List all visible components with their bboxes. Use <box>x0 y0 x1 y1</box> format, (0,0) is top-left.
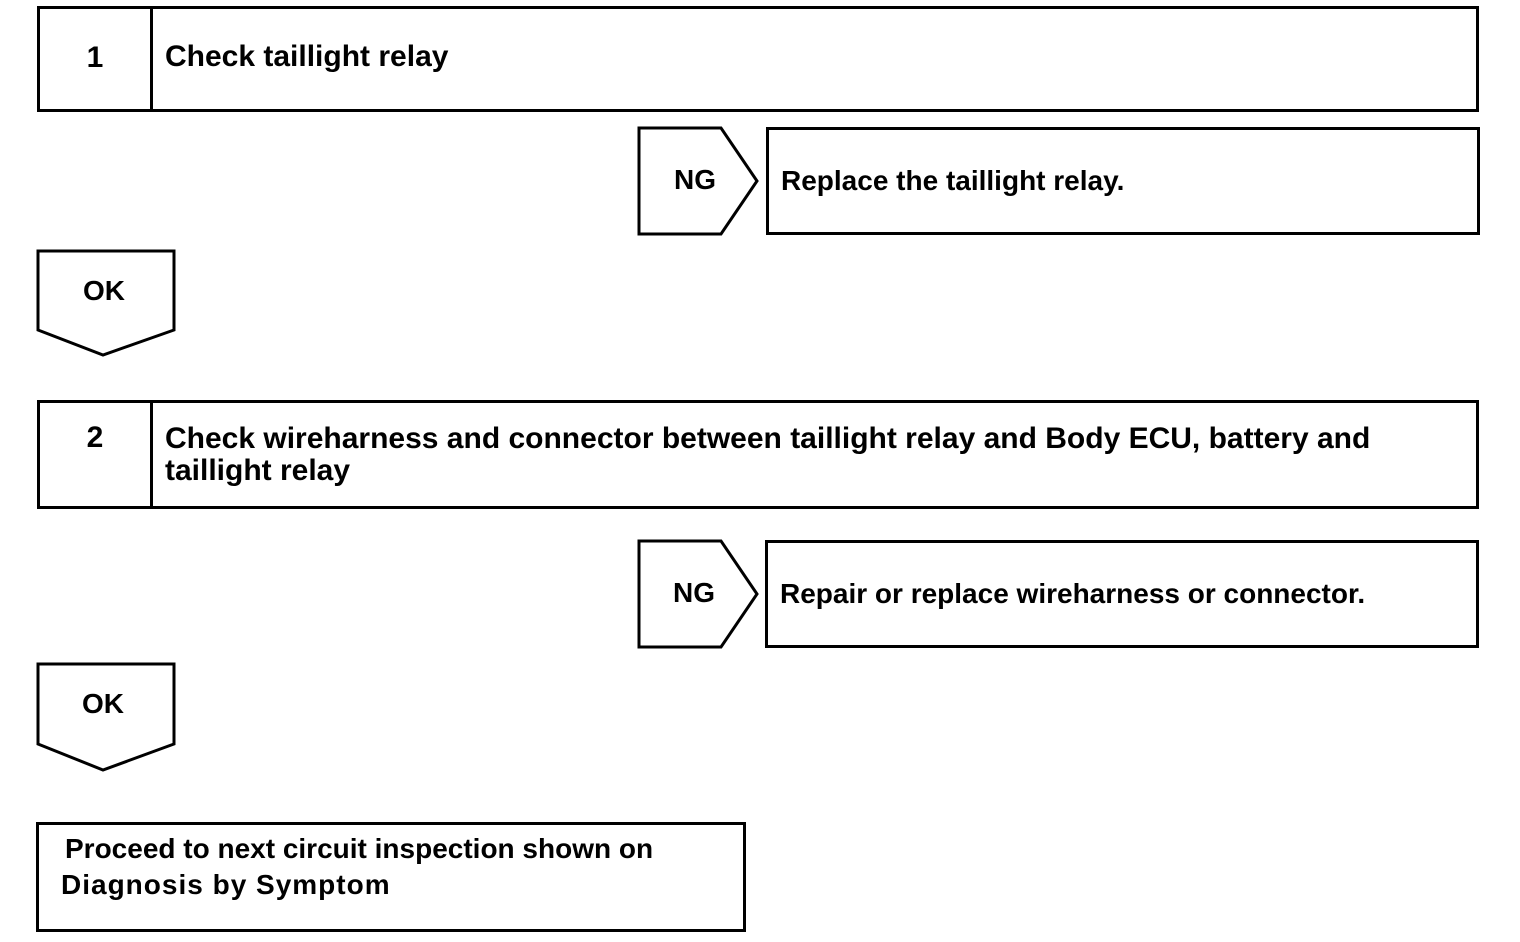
step-2-box: 2 Check wireharness and connector betwee… <box>37 400 1479 509</box>
step-2-text: Check wireharness and connector between … <box>165 422 1371 487</box>
final-line-2: Diagnosis by Symptom <box>61 869 391 900</box>
ng-2-pentagon <box>637 539 759 649</box>
ng-1-pentagon <box>637 126 759 236</box>
final-line-1: Proceed to next circuit inspection shown… <box>65 833 654 864</box>
step-1-box: 1 Check taillight relay <box>37 6 1479 112</box>
ng-1-action-text: Replace the taillight relay. <box>781 165 1125 196</box>
ok-1-label: OK <box>83 275 125 306</box>
final-box: Proceed to next circuit inspection shown… <box>36 822 746 932</box>
ng-1-action-box: Replace the taillight relay. <box>766 127 1480 235</box>
ok-1-arrow <box>36 249 176 357</box>
ng-2-label: NG <box>673 577 715 608</box>
ng-2-action-text: Repair or replace wireharness or connect… <box>780 578 1366 609</box>
step-2-number: 2 <box>40 403 153 506</box>
step-1-text: Check taillight relay <box>165 40 449 73</box>
ng-2-action-box: Repair or replace wireharness or connect… <box>765 540 1479 648</box>
step-1-number: 1 <box>40 9 153 109</box>
ng-1-label: NG <box>674 164 716 195</box>
ok-2-label: OK <box>82 688 124 719</box>
ok-2-arrow <box>36 662 176 772</box>
